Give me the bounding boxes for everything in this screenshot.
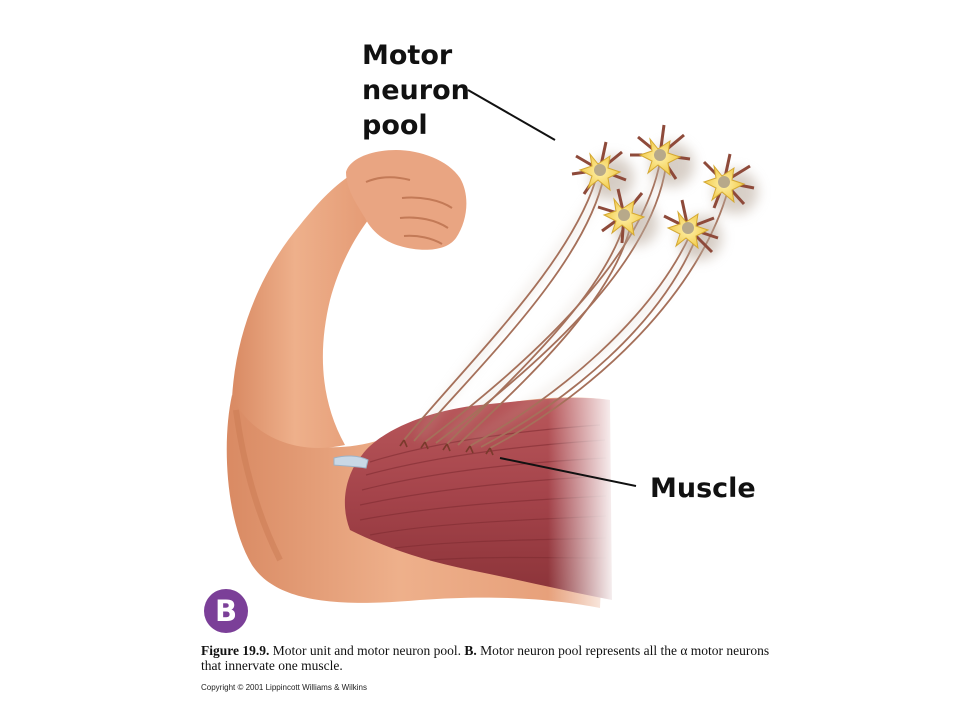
- figure-caption: Figure 19.9. Motor unit and motor neuron…: [201, 643, 801, 673]
- neuron-pool-label-line: neuron: [362, 75, 470, 106]
- figure-title: Motor unit and motor neuron pool.: [272, 643, 461, 658]
- panel-badge: B: [204, 589, 248, 633]
- neuron-pool-label: Motor neuron pool: [362, 38, 470, 143]
- neuron-pool-label-line: Motor: [362, 40, 453, 71]
- copyright-notice: Copyright © 2001 Lippincott Williams & W…: [201, 683, 367, 692]
- tendon: [333, 455, 369, 469]
- muscle-label: Muscle: [650, 473, 756, 504]
- neuron: [597, 188, 646, 244]
- caption-line-1: Motor neuron pool represents all the α m…: [480, 643, 770, 658]
- fist: [346, 150, 467, 250]
- neuron: [571, 141, 627, 195]
- muscle-leader-line: [499, 457, 637, 487]
- neuron-pool-leader-line: [467, 89, 556, 141]
- neuron: [630, 124, 691, 180]
- forearm-skin: [232, 172, 372, 448]
- caption-line-2: that innervate one muscle.: [201, 658, 343, 673]
- neuron-pool-label-line: pool: [362, 110, 428, 141]
- neuron: [663, 199, 719, 254]
- nerve-fibers: [403, 161, 729, 449]
- figure-number: Figure 19.9.: [201, 643, 270, 658]
- motor-neuron-pool: [571, 124, 755, 254]
- panel-reference: B.: [464, 643, 477, 658]
- biceps-muscle: [344, 397, 612, 600]
- neuron: [702, 153, 755, 209]
